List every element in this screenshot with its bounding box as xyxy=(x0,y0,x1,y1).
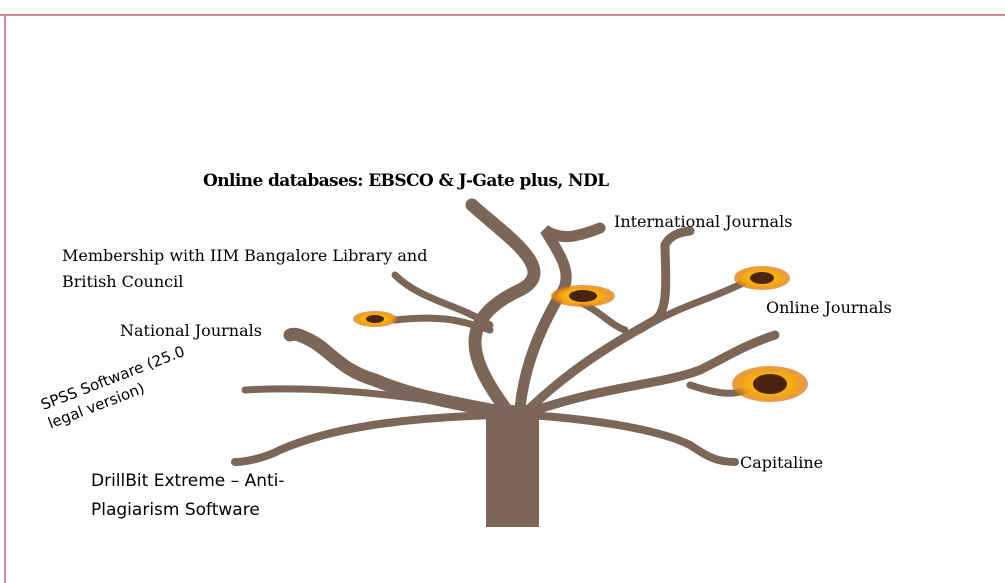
sunflower-icon xyxy=(732,366,808,402)
sunflower-icon xyxy=(734,266,790,290)
national-journals-label: National Journals xyxy=(120,321,262,340)
online-journals-label: Online Journals xyxy=(766,298,892,317)
page-top-border xyxy=(0,14,1005,16)
drillbit-label: DrillBit Extreme – Anti-Plagiarism Softw… xyxy=(91,471,285,520)
sunflower-icon xyxy=(353,311,397,327)
page-left-border xyxy=(4,14,6,583)
membership-label: Membership with IIM Bangalore Library an… xyxy=(62,246,428,291)
sunflower-icon xyxy=(551,285,615,307)
capitaline-label: Capitaline xyxy=(740,453,824,472)
online-databases-label: Online databases: EBSCO & J-Gate plus, N… xyxy=(203,171,609,191)
international-journals-label: International Journals xyxy=(614,212,793,231)
